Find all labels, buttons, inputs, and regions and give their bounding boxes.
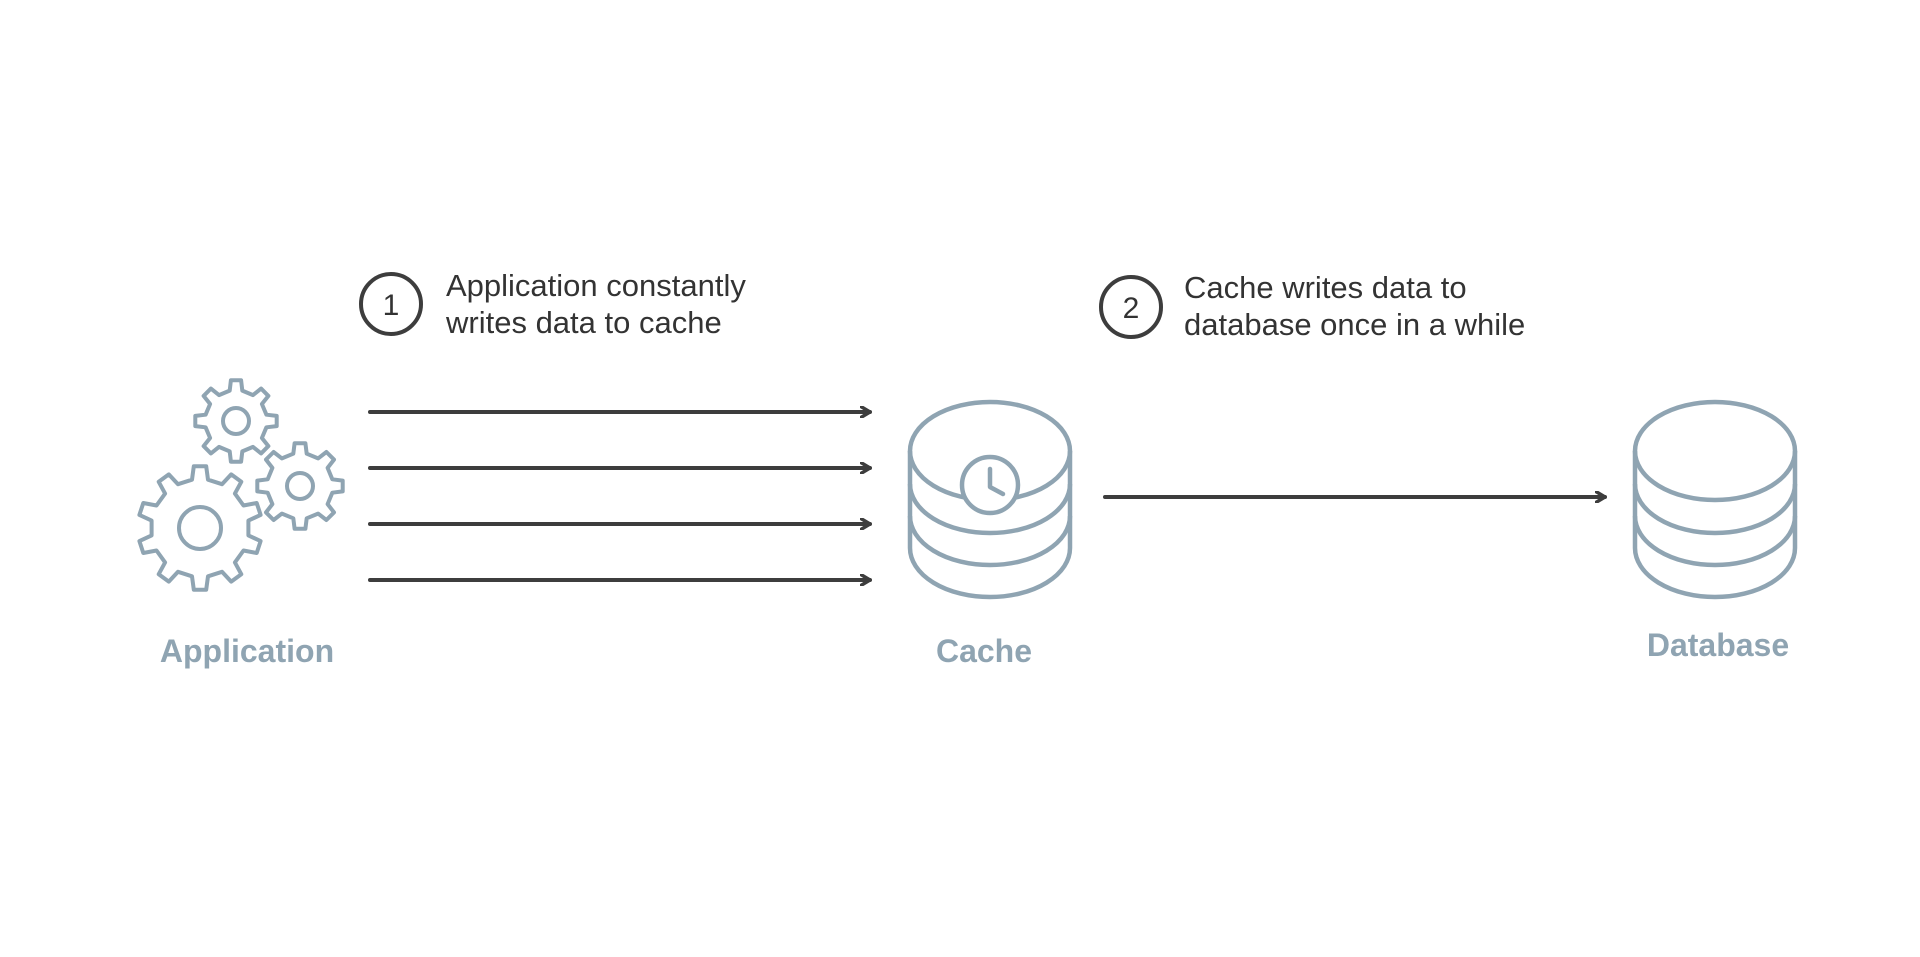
gears-icon [137,378,345,592]
database-clock-icon [907,399,1073,600]
gear-right-icon [255,441,345,531]
step-2-annotation: 2 Cache writes data to database once in … [1099,270,1525,342]
step-2-text-line2: database once in a while [1184,307,1525,342]
gear-top-icon [193,378,279,464]
step-1-text-line1: Application constantly [446,268,746,303]
step-2-number: 2 [1123,292,1140,325]
step-1-annotation: 1 Application constantly writes data to … [359,268,746,340]
step-1-text-line2: writes data to cache [445,305,722,340]
application-to-cache-arrows [368,412,872,580]
database-label: Database [1647,627,1789,663]
step-1-number: 1 [383,289,400,322]
application-label: Application [160,633,334,669]
gear-large-icon [137,464,263,592]
database-icon [1632,399,1798,600]
step-1-number-circle [359,272,423,336]
cache-label: Cache [936,633,1032,669]
step-2-number-circle [1099,275,1163,339]
step-2-text-line1: Cache writes data to [1184,270,1467,305]
